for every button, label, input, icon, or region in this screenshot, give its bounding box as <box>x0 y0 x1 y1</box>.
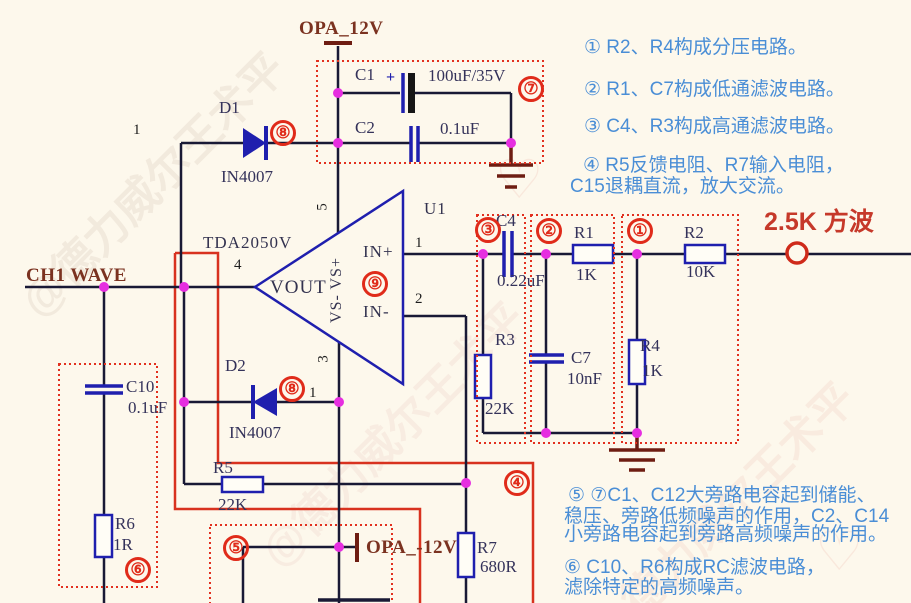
r3-ref: R3 <box>495 330 515 349</box>
u1-pin-4: 4 <box>234 257 242 273</box>
u1-pin-1: 1 <box>415 235 423 251</box>
annotation-line-5b: 稳压、旁路低频噪声的作用，C2、C14 <box>564 506 890 527</box>
annotation-line-2: ② R1、C7构成低通滤波电路。 <box>584 79 845 100</box>
capacitor-c4-body <box>502 231 514 277</box>
resistor-r6-body <box>93 513 114 559</box>
r4-ref: R4 <box>640 336 660 355</box>
annotation-line-3: ③ C4、R3构成高通滤波电路。 <box>584 116 845 137</box>
annotation-line-6a: ⑥ C10、R6构成RC滤波电路， <box>564 557 825 578</box>
marker-9: ⑨ <box>362 271 388 297</box>
marker-8-d1: ⑧ <box>270 120 296 146</box>
junction-dots <box>99 88 642 552</box>
r7-value: 680R <box>480 557 517 576</box>
u1-ref: U1 <box>424 199 447 218</box>
d2-pin-1: 1 <box>309 385 317 401</box>
marker-2: ② <box>536 218 562 244</box>
capacitor-c1-body <box>401 73 415 113</box>
net-label-neg-rail: OPA_-12V <box>366 537 458 558</box>
region-box-1 <box>621 214 739 444</box>
r6-value: 1R <box>113 535 133 554</box>
u1-pin-5: 5 <box>314 203 331 211</box>
region-box-3 <box>476 214 526 444</box>
resistor-r2-body <box>683 243 727 265</box>
c10-ref: C10 <box>126 377 155 396</box>
u1-pin-2: 2 <box>415 291 423 307</box>
annotation-line-4a: ④ R5反馈电阻、R7输入电阻， <box>583 155 844 176</box>
c1-ref: C1 <box>355 65 375 84</box>
heart-watermark-icon: ♡ <box>495 150 544 210</box>
dotted-region-boxes <box>58 60 739 603</box>
u1-pin-3: 3 <box>315 355 332 363</box>
marker-7: ⑦ <box>518 76 544 102</box>
c4-value: 0.22uF <box>497 271 545 290</box>
output-wave-label: 2.5K 方波 <box>764 208 874 236</box>
annotation-line-5c: 小旁路电容起到旁路高频噪声的作用。 <box>564 524 888 545</box>
region-box-7 <box>316 60 544 164</box>
resistor-r5-body <box>220 475 265 494</box>
annotation-line-5a: ⑤ ⑦C1、C12大旁路电容起到储能、 <box>568 485 876 506</box>
d1-value: IN4007 <box>221 167 273 186</box>
u1-in-pos-label: IN+ <box>363 242 394 261</box>
c2-ref: C2 <box>355 118 375 137</box>
net-label-pos-rail: OPA_12V <box>299 18 384 39</box>
capacitor-c7-body <box>529 353 564 364</box>
highlight-box-feedback <box>173 251 535 603</box>
resistor-r1-body <box>571 243 615 265</box>
c1-polarity-icon: + <box>386 69 396 86</box>
marker-1: ① <box>627 218 653 244</box>
r6-ref: R6 <box>115 514 135 533</box>
c7-value: 10nF <box>567 369 602 388</box>
marker-4: ④ <box>504 470 530 496</box>
output-terminal[interactable] <box>785 241 809 265</box>
ground-symbol-top <box>489 146 533 189</box>
c2-value: 0.1uF <box>440 119 480 138</box>
annotation-line-1: ① R2、R4构成分压电路。 <box>584 37 807 58</box>
r5-value: 22K <box>218 495 248 514</box>
r1-value: 1K <box>576 265 597 284</box>
marker-3: ③ <box>475 217 501 243</box>
r1-ref: R1 <box>574 223 594 242</box>
region-box-2 <box>530 214 615 444</box>
r7-ref: R7 <box>477 538 497 557</box>
resistor-r4-body <box>627 338 647 386</box>
marker-5: ⑤ <box>223 535 249 561</box>
resistor-r3-body <box>473 353 493 400</box>
u1-vout-label: VOUT <box>270 277 327 298</box>
d1-ref: D1 <box>219 98 240 117</box>
net-label-input: CH1 WAVE <box>26 265 127 286</box>
d2-ref: D2 <box>225 356 246 375</box>
r3-value: 22K <box>485 399 515 418</box>
diode-d1-body <box>243 126 268 160</box>
marker-8-d2: ⑧ <box>279 376 305 402</box>
capacitor-c10-body <box>85 384 123 395</box>
region-box-5 <box>209 524 393 603</box>
c1-value: 100uF/35V <box>428 66 506 85</box>
c7-ref: C7 <box>571 348 591 367</box>
u1-part-number: TDA2050V <box>203 233 293 252</box>
d1-pin-1: 1 <box>133 122 141 138</box>
diode-d2-body <box>251 385 277 419</box>
c10-value: 0.1uF <box>128 398 168 417</box>
u1-in-neg-label: IN- <box>363 302 390 321</box>
annotation-line-4b: C15退耦直流，放大交流。 <box>570 176 795 197</box>
ground-symbol-bottom <box>609 433 665 472</box>
opamp-body <box>252 188 405 387</box>
d2-value: IN4007 <box>229 423 281 442</box>
c4-ref: C4 <box>496 211 516 230</box>
r2-ref: R2 <box>684 223 704 242</box>
annotation-line-6b: 滤除特定的高频噪声。 <box>564 577 755 598</box>
capacitor-c2-body <box>409 126 420 162</box>
resistor-r7-body <box>456 531 476 579</box>
r4-value: 1K <box>642 361 663 380</box>
heart-watermark-icon: ♡ <box>815 522 864 582</box>
region-box-6 <box>58 363 158 588</box>
u1-supply-labels: VS- VS+ <box>328 257 345 323</box>
r5-ref: R5 <box>213 458 233 477</box>
resistor-bodies <box>93 243 727 579</box>
r2-value: 10K <box>686 262 716 281</box>
marker-6: ⑥ <box>125 557 151 583</box>
